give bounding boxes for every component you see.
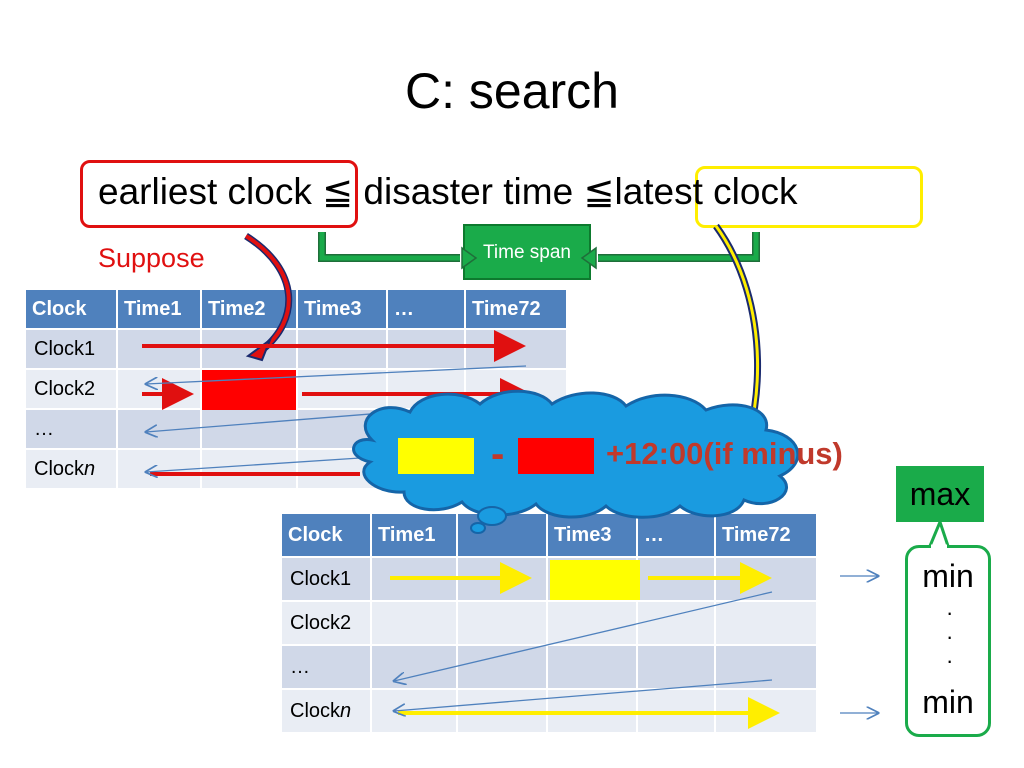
header-time1: Time1 [370, 512, 458, 558]
leq-symbol-2: ≦ [583, 171, 615, 212]
slide-title: C: search [405, 63, 619, 119]
yellow-block-time3 [550, 560, 640, 600]
header-clock: Clock [280, 512, 372, 558]
leq-symbol-1: ≦ [322, 171, 354, 212]
cloud-red-block [518, 438, 594, 474]
disaster-time-text: disaster time [353, 171, 584, 212]
header-time3: Time3 [296, 288, 388, 330]
earliest-clock-highlight [80, 160, 358, 228]
max-box: max [896, 466, 984, 522]
ellipsis-dot: · [946, 624, 954, 649]
cloud-minus-sign: - [491, 432, 505, 476]
row-label: Clockn [280, 688, 372, 734]
blue-return-3 [146, 457, 361, 472]
row-label: Clock2 [24, 368, 118, 410]
inequality-formula: earliest clock ≦ disaster time ≦latest c… [98, 170, 797, 213]
table-row: Clock2 [280, 600, 818, 646]
cloud-yellow-block [398, 438, 474, 474]
row-label: Clock2 [280, 600, 372, 646]
time-span-box: Time span [463, 224, 591, 280]
row-label: Clock1 [280, 556, 372, 602]
blue-return-5 [394, 679, 773, 711]
green-arrowhead-right [580, 246, 597, 270]
clock-table-bottom: Clock Time1 Time3 … Time72 Clock1 Clock2… [280, 512, 818, 734]
header-ellipsis: … [386, 288, 466, 330]
min-label-top: min [922, 558, 974, 594]
row-label: … [24, 408, 118, 450]
cloud-plus-text: +12:00(if minus) [606, 436, 843, 471]
row-label: … [280, 644, 372, 690]
green-arrowhead-left [461, 246, 478, 270]
latest-clock-text: latest clock [614, 171, 798, 212]
row-label: Clock1 [24, 328, 118, 370]
header-time3: Time3 [546, 512, 638, 558]
blue-return-1 [146, 365, 527, 384]
earliest-clock-text: earliest clock [98, 171, 323, 212]
min-label-bottom: min [922, 684, 974, 720]
header-time72: Time72 [464, 288, 568, 330]
thought-cloud [352, 389, 800, 534]
suppose-label: Suppose [98, 243, 205, 273]
red-block-time2 [202, 370, 296, 410]
header-time1: Time1 [116, 288, 202, 330]
table-row: … [280, 644, 818, 690]
ellipsis-dot: · [946, 600, 954, 625]
blue-return-4 [394, 591, 773, 681]
header-ellipsis: … [636, 512, 716, 558]
table-header-row: Clock Time1 Time3 … Time72 [280, 512, 818, 558]
row-label: Clockn [24, 448, 118, 490]
latest-clock-highlight [695, 166, 923, 228]
ellipsis-dot: · [946, 648, 954, 673]
min-callout-box [905, 545, 991, 737]
header-clock: Clock [24, 288, 118, 330]
header-time72: Time72 [714, 512, 818, 558]
